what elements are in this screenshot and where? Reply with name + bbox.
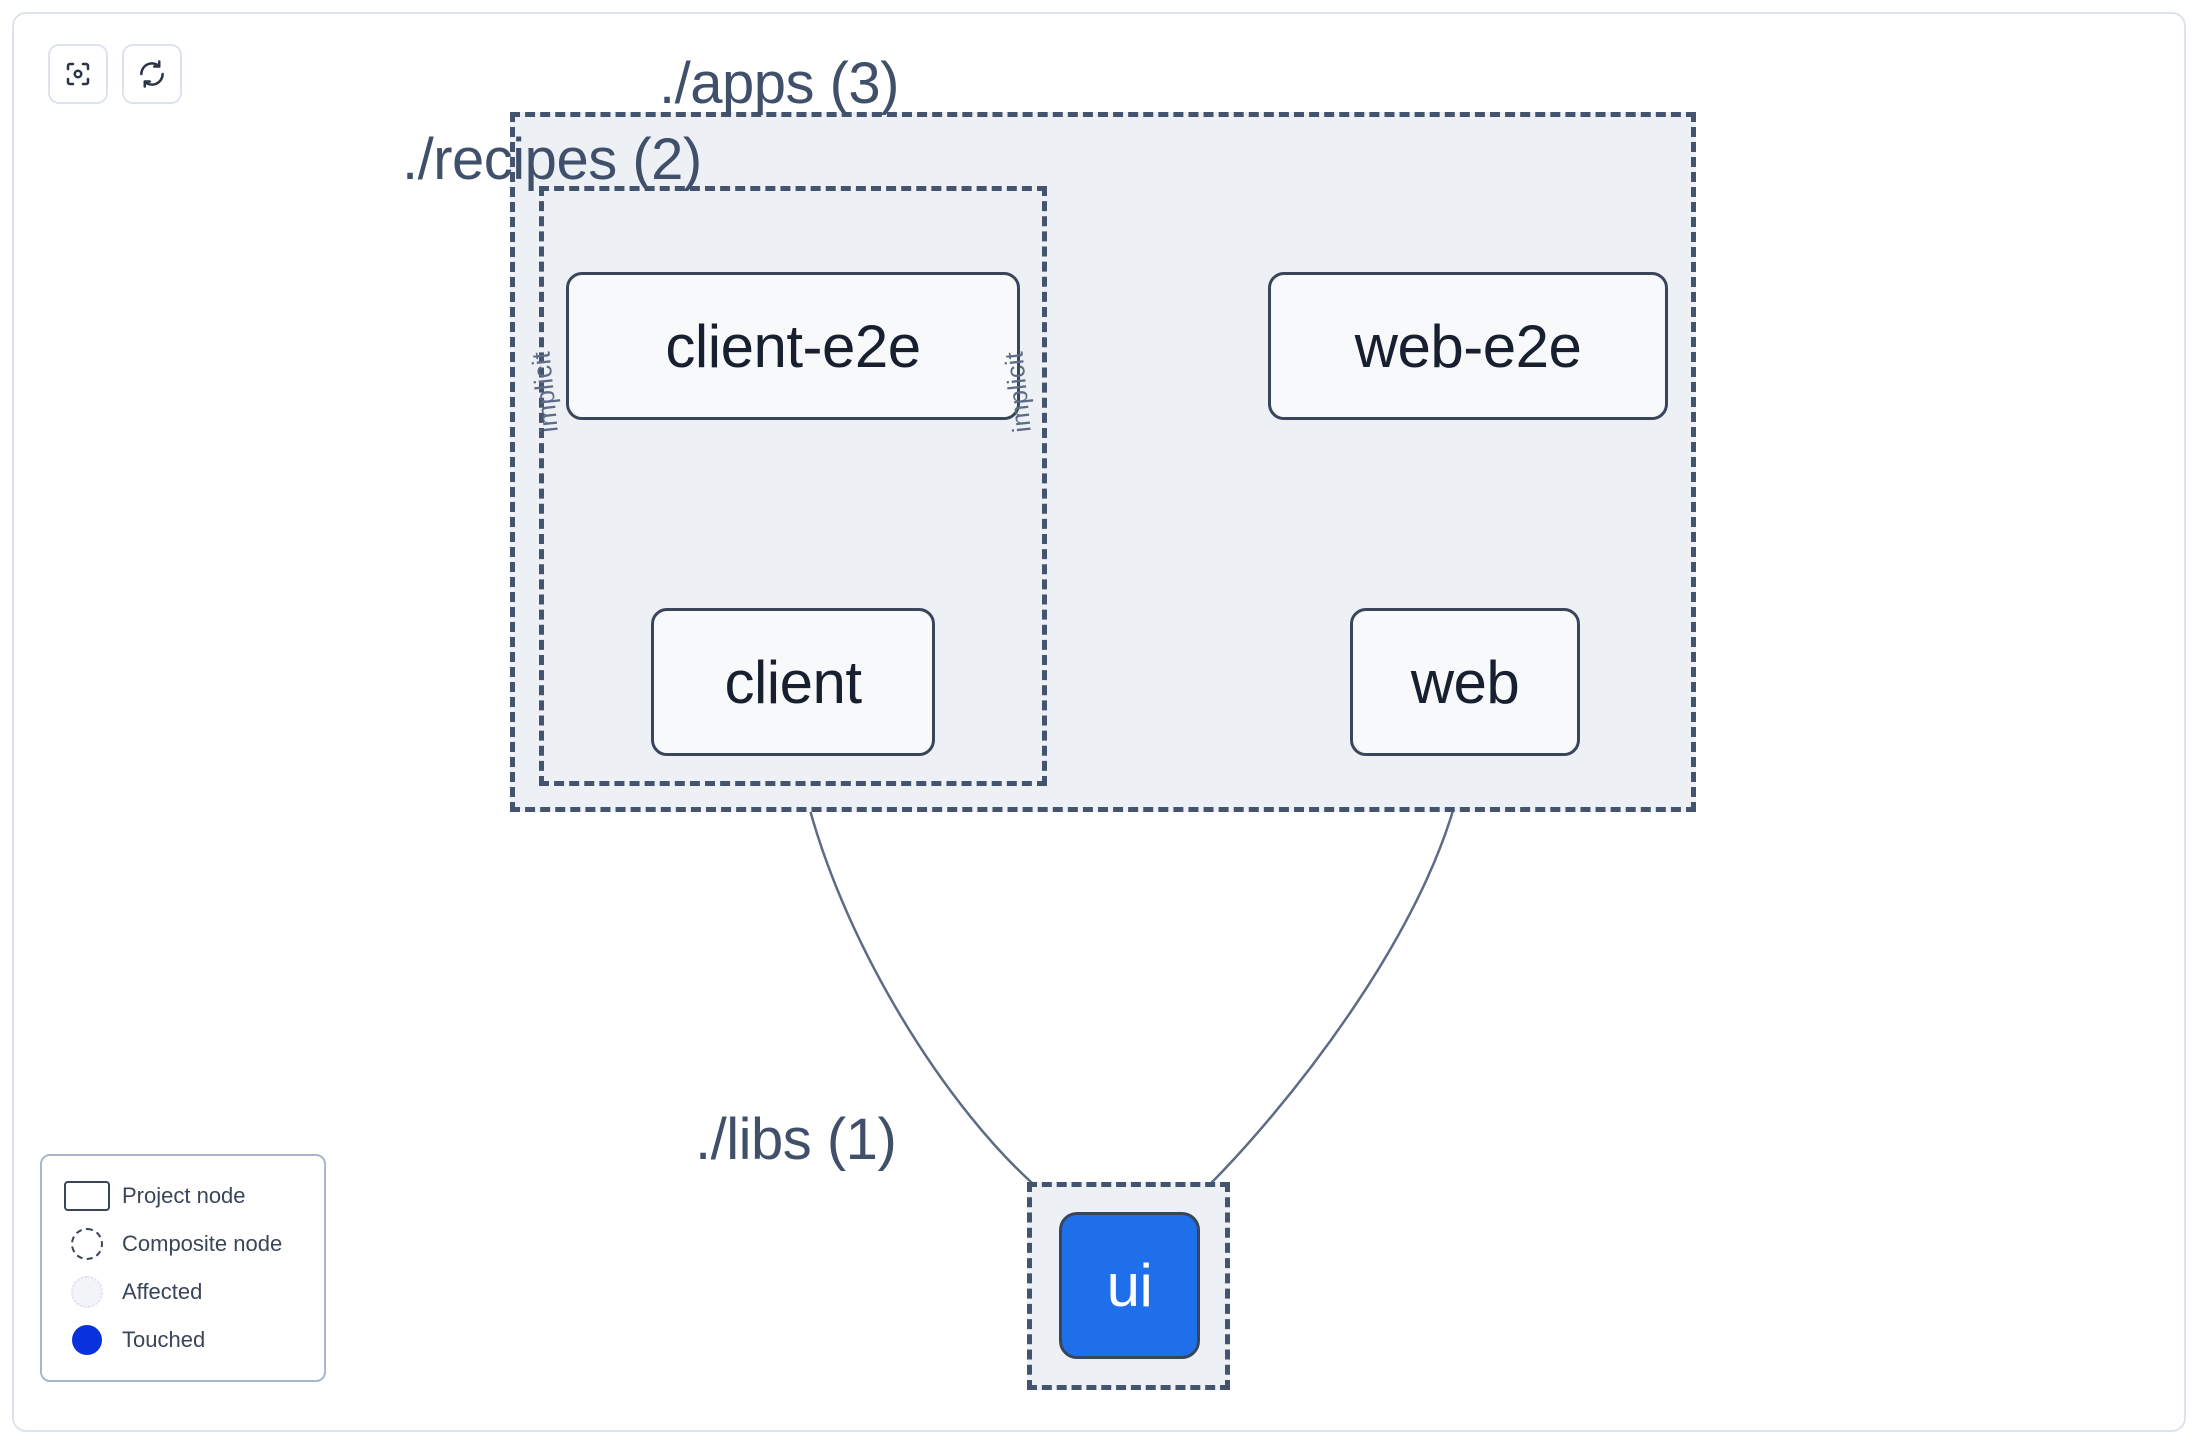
project-node-client[interactable]: client: [651, 608, 935, 756]
project-node-swatch: [60, 1181, 114, 1211]
legend-item-touched: Touched: [60, 1316, 308, 1364]
project-node-web[interactable]: web: [1350, 608, 1580, 756]
legend-item-affected: Affected: [60, 1268, 308, 1316]
legend-item-composite-node: Composite node: [60, 1220, 308, 1268]
legend-label-touched: Touched: [122, 1327, 206, 1352]
affected-swatch: [60, 1276, 114, 1308]
project-node-ui[interactable]: ui: [1059, 1212, 1200, 1359]
group-label-libs: ./libs (1): [695, 1107, 897, 1172]
edge-web-to-ui[interactable]: [1192, 755, 1467, 1202]
refresh-sync-icon: [137, 59, 167, 89]
composite-node-swatch: [60, 1228, 114, 1260]
graph-toolbar: [48, 44, 182, 104]
project-graph-canvas[interactable]: ./apps (3) ./recipes (2) ./libs (1) impl…: [12, 12, 2186, 1432]
focus-graph-button[interactable]: [48, 44, 108, 104]
refresh-graph-button[interactable]: [122, 44, 182, 104]
legend-label-affected: Affected: [122, 1279, 203, 1304]
legend-item-project-node: Project node: [60, 1172, 308, 1220]
edge-client-to-ui[interactable]: [796, 755, 1054, 1201]
group-label-apps: ./apps (3): [659, 51, 900, 116]
project-node-web-e2e[interactable]: web-e2e: [1268, 272, 1668, 420]
group-label-recipes: ./recipes (2): [402, 127, 702, 192]
project-node-client-e2e[interactable]: client-e2e: [566, 272, 1020, 420]
focus-target-icon: [63, 59, 93, 89]
touched-swatch: [60, 1325, 114, 1355]
legend-label-composite-node: Composite node: [122, 1231, 283, 1256]
legend-label-project-node: Project node: [122, 1183, 246, 1208]
graph-legend: Project node Composite node Affected Tou…: [40, 1154, 326, 1382]
